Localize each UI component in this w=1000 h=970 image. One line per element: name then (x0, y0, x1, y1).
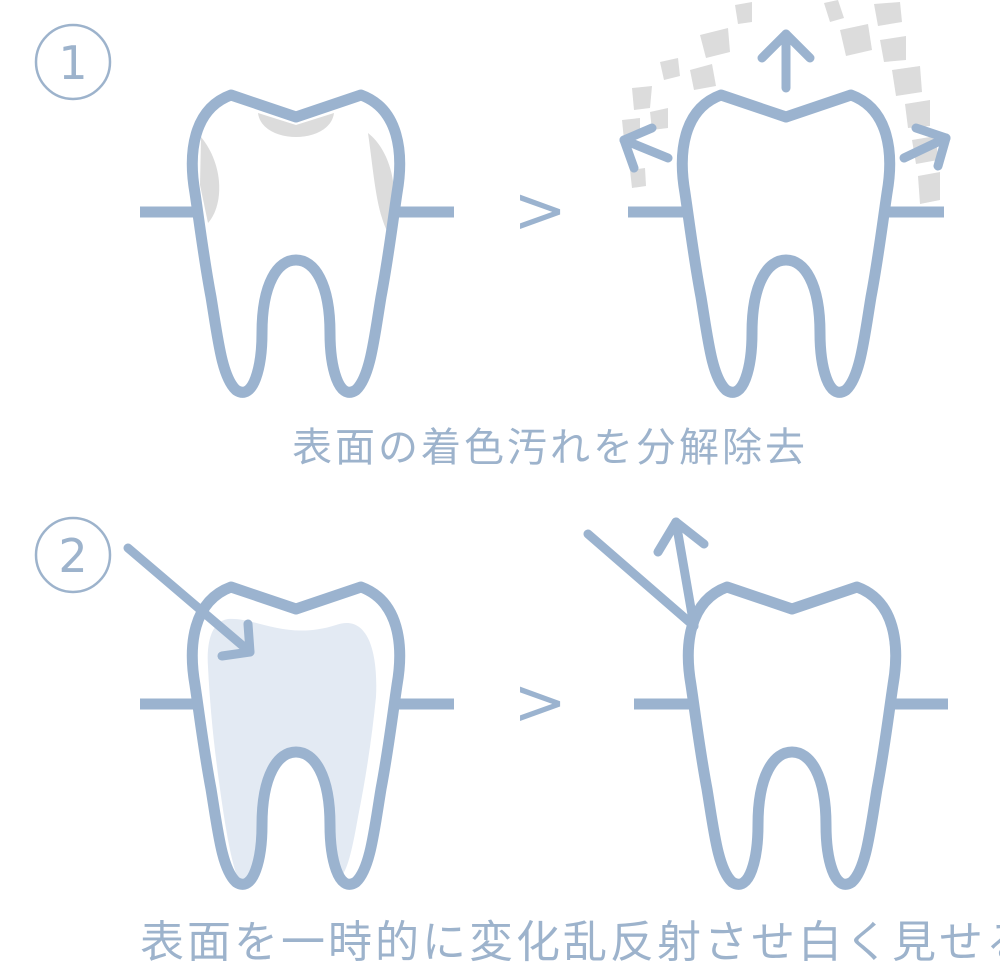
step-2-number: 2 (58, 529, 87, 583)
step-2: 2 > (34, 516, 948, 884)
step-2-caption: 表面を一時的に変化乱反射させ白く見せる (140, 917, 1000, 968)
incoming-light-arrow-icon (123, 543, 255, 661)
chevron-right-icon: > (513, 666, 567, 740)
step-1: 1 > (34, 0, 951, 392)
step-1-number: 1 (58, 36, 87, 90)
stain-left (200, 137, 220, 223)
removal-arrows (619, 29, 951, 173)
stain-fragments (622, 0, 940, 204)
step-1-badge (34, 23, 112, 101)
chevron-right-icon: > (513, 174, 567, 248)
reflecting-tooth (688, 587, 895, 884)
stained-tooth (192, 95, 399, 392)
stain-top (258, 113, 334, 137)
stain-right (368, 133, 395, 233)
step-2-badge (34, 516, 112, 594)
step-1-caption: 表面の着色汚れを分解除去 (292, 425, 808, 471)
arrow-up-icon (757, 29, 815, 93)
tinted-tooth (192, 587, 399, 884)
arrow-up-right-icon (899, 123, 951, 171)
clean-tooth (682, 95, 889, 392)
reflected-light-arrow-icon (583, 517, 709, 631)
arrow-up-left-icon (619, 123, 673, 173)
